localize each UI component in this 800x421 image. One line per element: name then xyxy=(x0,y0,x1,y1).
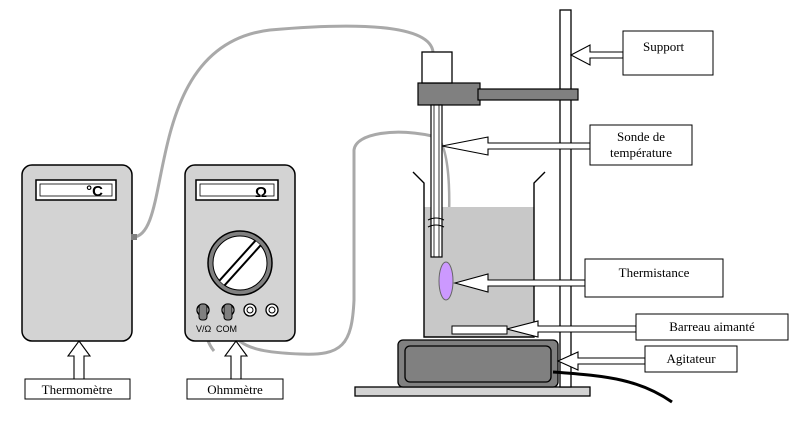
jack-label-v-ohm: V/Ω xyxy=(196,324,212,334)
label-box-thermometre xyxy=(24,378,131,400)
label-box-barreau xyxy=(635,313,789,341)
label-sonde-line1: Sonde de xyxy=(617,129,665,144)
label-sonde-line2: température xyxy=(610,145,672,160)
label-box-agitateur xyxy=(644,345,738,373)
label-support: Support xyxy=(643,39,685,54)
jack-com xyxy=(221,303,235,321)
label-box-support xyxy=(622,30,714,76)
jack-3 xyxy=(243,303,257,317)
stand xyxy=(354,9,591,397)
label-barreau: Barreau aimanté xyxy=(669,319,755,334)
label-box-ohmmetre xyxy=(186,378,284,400)
label-agitateur: Agitateur xyxy=(666,351,716,366)
selector-knob-icon xyxy=(207,230,273,296)
label-box-sonde xyxy=(589,124,693,166)
ohmmeter-cable-com xyxy=(226,130,433,356)
thermometer-cable xyxy=(132,24,435,239)
thermometer-unit: °C xyxy=(86,183,103,200)
stirrer-power-cable xyxy=(552,370,673,404)
temperature-probe xyxy=(427,104,445,258)
thermometer: °C xyxy=(21,164,137,342)
magnetic-stirrer xyxy=(397,339,673,404)
ohmmeter: Ω V/Ω COM xyxy=(184,164,296,342)
ohmmeter-unit: Ω xyxy=(255,184,267,201)
jack-label-com: COM xyxy=(216,324,237,334)
label-box-thermistance xyxy=(584,258,724,298)
jack-4 xyxy=(265,303,279,317)
hollow-arrow-icon xyxy=(66,340,249,380)
jack-v-ohm xyxy=(196,303,210,321)
thermistor xyxy=(438,261,454,301)
label-thermistance: Thermistance xyxy=(619,265,690,280)
label-ohmmetre: Ohmmètre xyxy=(207,382,263,397)
label-thermometre: Thermomètre xyxy=(42,382,113,397)
stir-bar xyxy=(451,325,508,335)
